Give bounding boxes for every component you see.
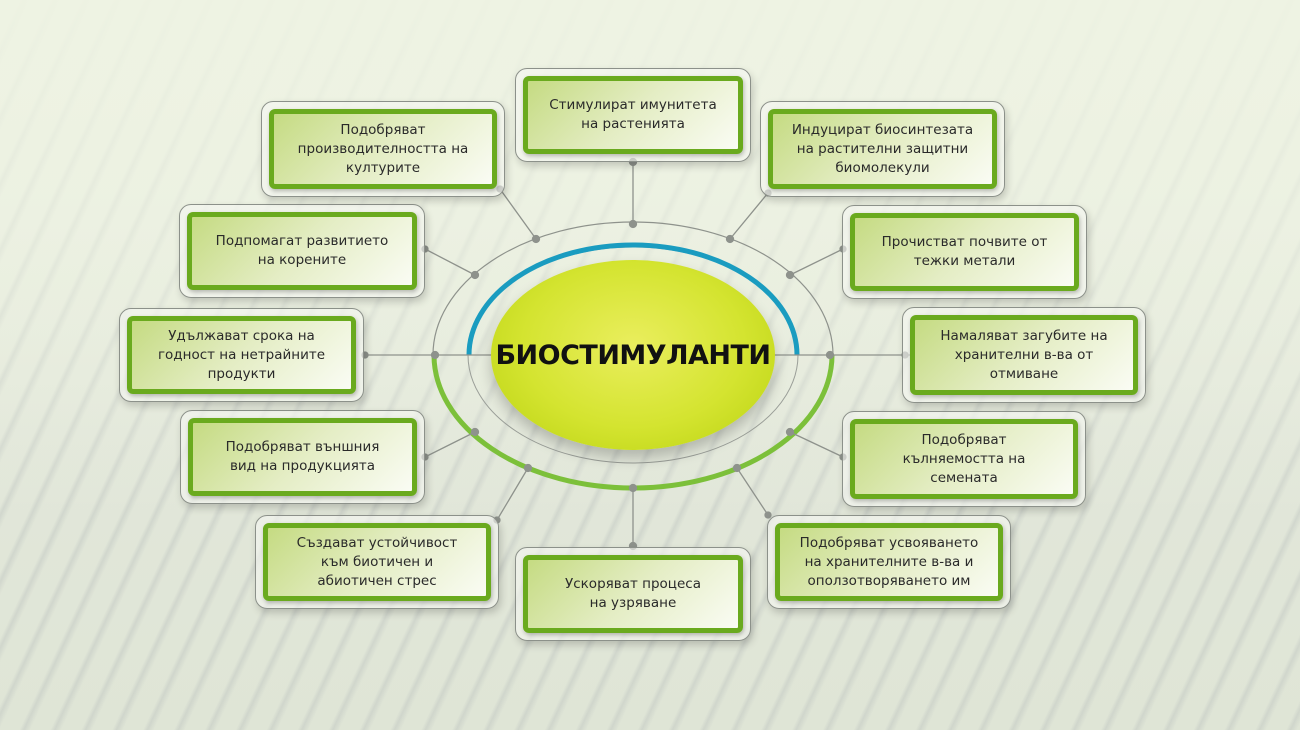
node-label: Стимулират имунитета на растенията <box>523 76 743 154</box>
node-bottom-left: Създават устойчивост към биотичен и абио… <box>255 515 499 609</box>
center-title: БИОСТИМУЛАНТИ <box>495 339 771 371</box>
node-bottom-right: Подобряват усвояването на хранителните в… <box>767 515 1011 609</box>
node-right-lower: Подобряват кълняемостта на семената <box>842 411 1086 507</box>
node-left-upper: Подпомагат развитието на корените <box>179 204 425 298</box>
node-right-upper: Прочистват почвите от тежки метали <box>842 205 1087 299</box>
node-label: Създават устойчивост към биотичен и абио… <box>263 523 491 601</box>
node-label: Индуцират биосинтезата на растителни защ… <box>768 109 997 189</box>
node-label: Подобряват усвояването на хранителните в… <box>775 523 1003 601</box>
node-left: Удължават срока на годност на нетрайните… <box>119 308 364 402</box>
center-ellipse: БИОСТИМУЛАНТИ <box>491 260 775 450</box>
node-label: Подобряват производителността на култури… <box>269 109 497 189</box>
node-label: Ускоряват процеса на узряване <box>523 555 743 633</box>
node-right: Намаляват загубите на хранителни в-ва от… <box>902 307 1146 403</box>
node-top-left: Подобряват производителността на култури… <box>261 101 505 197</box>
node-label: Удължават срока на годност на нетрайните… <box>127 316 356 394</box>
node-top: Стимулират имунитета на растенията <box>515 68 751 162</box>
node-label: Подобряват кълняемостта на семената <box>850 419 1078 499</box>
node-bottom: Ускоряват процеса на узряване <box>515 547 751 641</box>
node-label: Намаляват загубите на хранителни в-ва от… <box>910 315 1138 395</box>
node-top-right: Индуцират биосинтезата на растителни защ… <box>760 101 1005 197</box>
node-left-lower: Подобряват външния вид на продукцията <box>180 410 425 504</box>
node-label: Подпомагат развитието на корените <box>187 212 417 290</box>
node-label: Подобряват външния вид на продукцията <box>188 418 417 496</box>
node-label: Прочистват почвите от тежки метали <box>850 213 1079 291</box>
